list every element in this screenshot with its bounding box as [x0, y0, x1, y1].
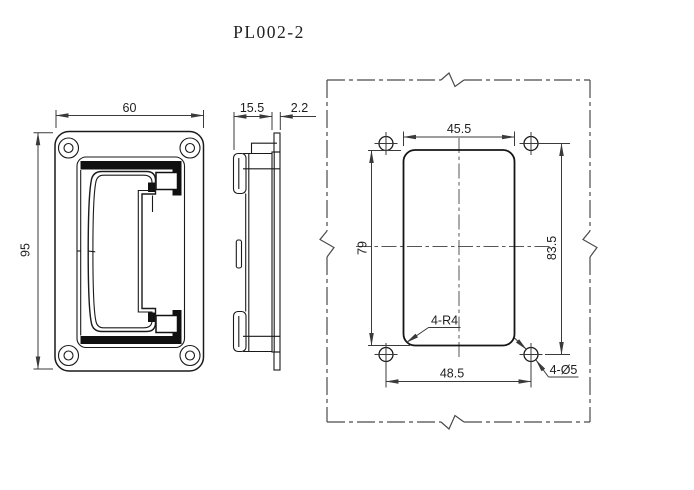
front-view: 60 95: [19, 101, 205, 372]
cutout-height-dim-label: 79: [356, 241, 370, 255]
drill-hole-bottom-left: [374, 343, 398, 366]
break-symbol-bottom: [440, 414, 465, 430]
mounting-hole-bottom-right: [179, 344, 201, 367]
panel-cutout-outline: [402, 149, 516, 347]
panel-boundary: [319, 72, 598, 430]
handle-end-bottom-profile: [232, 310, 247, 353]
hole-pitch-width-dim-label: 48.5: [440, 367, 464, 381]
handle-pivot-top: [155, 171, 179, 191]
hole-inner-circle: [63, 142, 74, 154]
handle-bail-inner: [92, 174, 153, 329]
flange-thickness-dim-label: 2.2: [291, 101, 308, 115]
cutout-width-dimension: 45.5: [402, 122, 516, 146]
front-width-dimension: 60: [55, 101, 205, 128]
corner-radius-callout: 4-R4: [406, 314, 461, 343]
side-depth-dimension: 15.5: [233, 101, 273, 150]
drawing-title: PL002-2: [233, 22, 305, 42]
hole-outer-circle: [57, 137, 80, 159]
cutout-height-dimension: 79: [356, 149, 410, 347]
recess-bottom-band: [80, 310, 182, 344]
leader-line: [535, 359, 549, 378]
recess-outline: [76, 156, 186, 349]
mounting-hole-top-right: [179, 137, 201, 159]
drill-hole-bottom-right: [519, 343, 543, 366]
handle-bail-outer: [87, 170, 157, 333]
hole-pitch-height-dim-label: 83.5: [545, 236, 559, 260]
drill-hole-top-left: [374, 132, 398, 155]
side-depth-dim-label: 15.5: [240, 101, 264, 115]
mounting-hole-bottom-left: [57, 344, 80, 367]
hole-outer-circle: [179, 344, 201, 367]
cutout-width-dim-label: 45.5: [447, 122, 471, 136]
corner-pointer-line: [514, 337, 527, 350]
hole-outer-circle: [57, 344, 80, 367]
hole-diameter-label: 4-Ø5: [550, 363, 578, 377]
handle-parting-tick: [87, 250, 96, 253]
handle-end-top-profile: [232, 152, 247, 195]
mounting-hole-top-left: [57, 137, 80, 159]
leader-line: [406, 327, 429, 343]
hole-inner-circle: [184, 142, 196, 154]
flange-thickness-dimension: 2.2: [279, 101, 316, 130]
hole-outer-circle: [179, 137, 201, 159]
front-height-dim-label: 95: [19, 243, 33, 257]
flange-top-tab: [273, 132, 281, 153]
hole-pitch-width-dimension: 48.5: [385, 364, 532, 388]
break-symbol-left: [319, 230, 335, 258]
body-top-profile-step: [250, 142, 277, 154]
grip-bulge-profile: [235, 239, 243, 269]
hole-diameter-callout: 4-Ø5: [514, 337, 579, 378]
flange-bottom-tab: [273, 351, 281, 371]
front-width-dim-label: 60: [123, 101, 137, 115]
flange-profile: [271, 151, 281, 353]
break-symbol-top: [440, 72, 465, 88]
faceplate-outline: [54, 130, 205, 372]
hole-inner-circle: [184, 350, 196, 361]
corner-radius-label: 4-R4: [431, 314, 458, 328]
hole-inner-circle: [63, 350, 74, 361]
front-height-dimension: 95: [19, 132, 53, 370]
side-view: 15.5 2.2: [232, 101, 316, 371]
break-symbol-right: [582, 230, 598, 258]
recess-top-band: [80, 161, 182, 196]
handle-pivot-bottom: [155, 314, 179, 334]
hole-pitch-height-dimension: 83.5: [538, 142, 570, 356]
panel-cutout-view: 45.5 79 83.5 48.5 4-R4: [319, 72, 598, 430]
